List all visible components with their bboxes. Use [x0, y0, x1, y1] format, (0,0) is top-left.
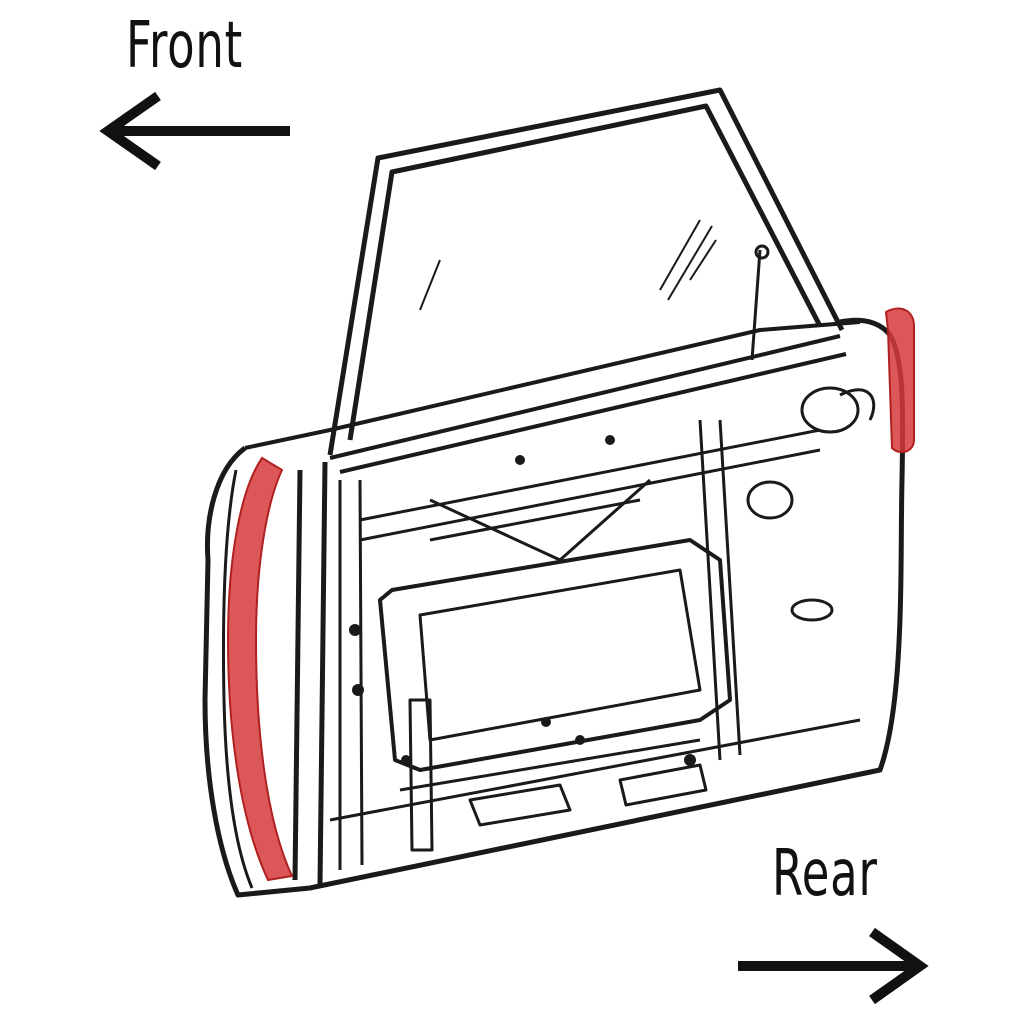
belt-line [244, 320, 861, 474]
rear-weatherstrip-highlight [884, 307, 915, 454]
arrow-right-icon [738, 927, 929, 1005]
arrow-left-icon [99, 91, 290, 171]
front-weatherstrip-highlight [226, 456, 294, 882]
window-frame [327, 87, 845, 456]
door-inner-mechanism [329, 244, 876, 870]
front-label: Front [126, 9, 243, 83]
rear-label: Rear [772, 837, 878, 911]
door-details [349, 435, 696, 766]
